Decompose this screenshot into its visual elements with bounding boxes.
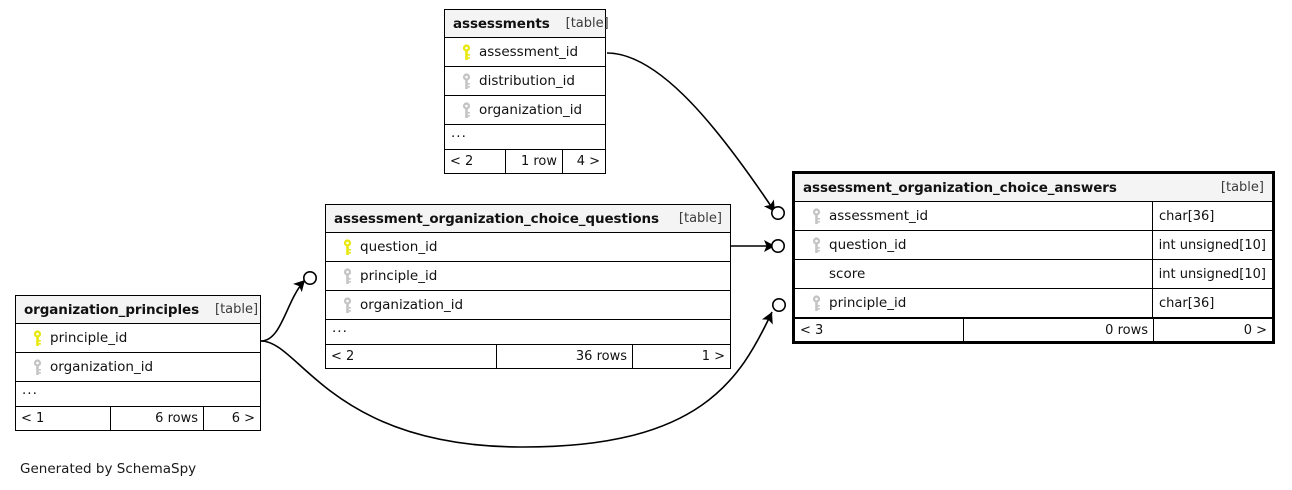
table-row[interactable]: score int unsigned[10] [795,260,1272,289]
table-row[interactable]: assessment_id [445,38,605,67]
column-name: question_id [829,237,907,253]
foreign-key-icon [453,72,479,90]
table-footer: < 1 6 rows 6 > [16,407,260,430]
table-title: assessment_organization_choice_questions… [326,205,730,233]
generated-by-credit: Generated by SchemaSpy [20,461,197,477]
footer-parents-count[interactable]: < 2 [450,154,474,169]
footer-children-count[interactable]: 1 > [632,345,730,368]
table-tag: [table] [678,211,722,226]
table-assessment-organization-choice-questions[interactable]: assessment_organization_choice_questions… [325,204,731,369]
table-assessments[interactable]: assessments [table] assessment_id distri… [444,9,609,174]
table-row[interactable]: question_id int unsigned[10] [795,231,1272,260]
table-row[interactable]: principle_id [326,262,730,291]
table-tag: [table] [215,302,259,317]
footer-row-count: 0 rows [963,319,1153,341]
table-row[interactable]: principle_id [16,324,260,353]
table-row[interactable]: organization_id [16,353,260,382]
column-type: char[36] [1152,202,1272,230]
column-name: question_id [360,239,438,255]
table-row[interactable]: distribution_id [445,67,605,96]
foreign-key-icon [803,236,829,254]
edge-assessments-to-answers [606,52,785,221]
footer-children-count[interactable]: 0 > [1153,319,1272,341]
column-type: int unsigned[10] [1151,231,1272,259]
footer-row-count: 36 rows [496,345,632,368]
column-name: score [829,266,866,282]
table-name: assessment_organization_choice_answers [803,179,1117,196]
table-row[interactable]: organization_id [326,291,730,320]
foreign-key-icon [24,358,50,376]
edge-principles-to-questions [260,270,317,342]
table-row[interactable]: assessment_id char[36] [795,202,1272,231]
table-row[interactable]: question_id [326,233,730,262]
table-organization-principles[interactable]: organization_principles [table] principl… [15,295,261,431]
column-name: organization_id [360,297,464,313]
more-columns-indicator: ... [16,382,260,407]
footer-parents-count[interactable]: < 3 [800,322,824,338]
table-footer: < 3 0 rows 0 > [795,318,1272,341]
footer-parents-count[interactable]: < 2 [331,349,355,364]
foreign-key-icon [453,101,479,119]
column-name: organization_id [50,359,154,375]
column-name: principle_id [50,330,128,346]
primary-key-icon [334,238,360,256]
footer-parents-count[interactable]: < 1 [21,411,45,426]
foreign-key-icon [803,294,829,312]
foreign-key-icon [803,207,829,225]
foreign-key-icon [334,267,360,285]
table-row[interactable]: organization_id [445,96,605,125]
column-name: organization_id [479,102,583,118]
table-name: organization_principles [24,301,199,318]
table-footer: < 2 1 row 4 > [445,150,605,173]
table-row[interactable]: principle_id char[36] [795,289,1272,318]
column-name: assessment_id [829,208,929,224]
table-title: assessment_organization_choice_answers [… [795,174,1272,202]
more-columns-indicator: ... [326,320,730,345]
column-type: char[36] [1152,289,1272,317]
footer-children-count[interactable]: 4 > [562,150,605,173]
more-columns-indicator: ... [445,125,605,150]
footer-children-count[interactable]: 6 > [203,407,260,430]
table-title: organization_principles [table] [16,296,260,324]
table-footer: < 2 36 rows 1 > [326,345,730,368]
column-name: principle_id [360,268,438,284]
footer-row-count: 1 row [505,150,562,173]
table-tag: [table] [565,16,609,31]
table-assessment-organization-choice-answers[interactable]: assessment_organization_choice_answers [… [792,171,1275,344]
footer-row-count: 6 rows [110,407,203,430]
primary-key-icon [453,43,479,61]
table-name: assessments [453,15,550,32]
column-name: principle_id [829,295,907,311]
edge-questions-to-answers [731,239,785,254]
foreign-key-icon [334,296,360,314]
column-type: int unsigned[10] [1151,260,1272,288]
column-name: distribution_id [479,73,576,89]
primary-key-icon [24,329,50,347]
table-name: assessment_organization_choice_questions [334,210,659,227]
table-tag: [table] [1220,180,1264,195]
column-name: assessment_id [479,44,579,60]
table-title: assessments [table] [445,10,609,38]
